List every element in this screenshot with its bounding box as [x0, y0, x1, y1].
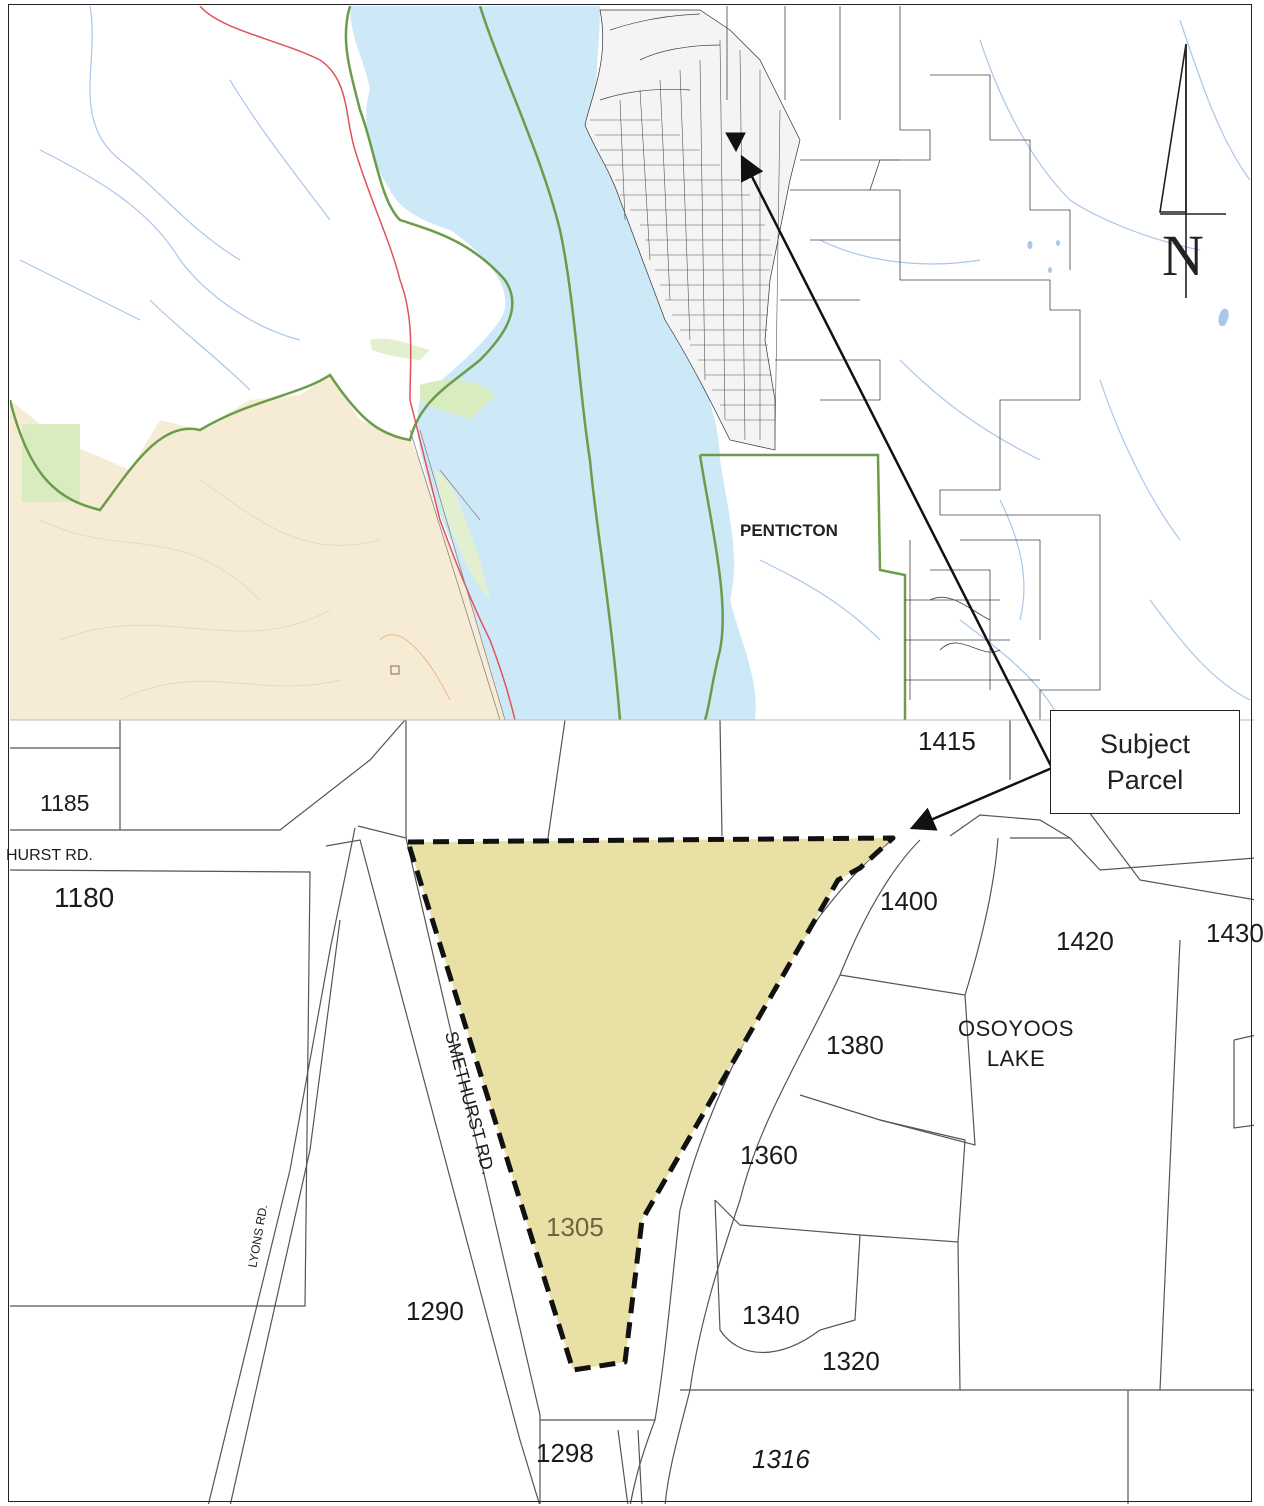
subject-parcel — [405, 835, 896, 1373]
rural-parcels — [409, 6, 1101, 720]
parcel-number-subject: 1305 — [546, 1212, 604, 1242]
small-lakes — [1027, 240, 1229, 327]
parcel-number: 1360 — [740, 1140, 798, 1170]
detail-parcel-map — [10, 720, 1254, 1504]
urban-parcels — [584, 9, 801, 451]
highway — [199, 6, 516, 720]
lake-label: OSOYOOS LAKE — [958, 1018, 1074, 1070]
park-area — [22, 424, 80, 502]
north-letter: N — [1162, 223, 1204, 288]
park-area — [420, 379, 495, 420]
leader-arrow-icon — [740, 154, 1054, 769]
parcel-number: 1320 — [822, 1346, 880, 1376]
park-area — [435, 470, 490, 600]
regional-boundary — [10, 6, 907, 720]
park-area — [370, 338, 430, 360]
parcel-number: 1400 — [880, 886, 938, 916]
subject-parcel-callout: Subject Parcel — [1050, 710, 1240, 814]
inset-overview-map — [10, 6, 1254, 720]
parcel-number: 1298 — [536, 1438, 594, 1468]
lake-water — [350, 6, 756, 720]
parcel-number: 1185 — [40, 790, 90, 816]
parcel-number: 1290 — [406, 1296, 464, 1326]
leader-arrow-icon — [909, 766, 1053, 831]
subject-marker-icon — [725, 132, 746, 153]
lake-label-line-1: OSOYOOS — [958, 1016, 1074, 1041]
city-label: PENTICTON — [736, 520, 842, 541]
callout-line-1: Subject — [1099, 728, 1191, 759]
parcel-number: 1415 — [918, 726, 976, 756]
parcel-number: 1420 — [1056, 926, 1114, 956]
road-label-hurst: HURST RD. — [6, 847, 93, 864]
parcel-number: 1430 — [1206, 918, 1264, 948]
parcel-number: 1380 — [826, 1030, 884, 1060]
lake-label-line-2: LAKE — [986, 1046, 1046, 1071]
callout-line-2: Parcel — [1106, 765, 1184, 795]
parcel-number: 1316 — [752, 1444, 810, 1474]
parcel-number: 1180 — [54, 882, 115, 913]
north-arrow-icon — [1159, 43, 1226, 298]
parcel-number: 1340 — [742, 1300, 800, 1330]
streams — [19, 6, 1251, 720]
